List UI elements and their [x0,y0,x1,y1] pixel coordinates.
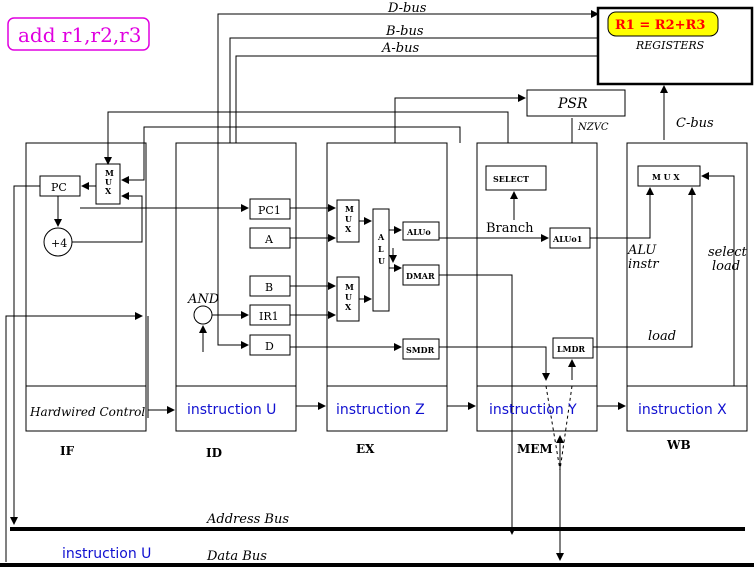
select-label: SELECT [493,174,529,184]
wb-mux-label: M U X [652,172,680,182]
stage-name-wb: WB [666,438,691,452]
stage-name-if: IF [60,444,75,458]
hardwired-control: Hardwired Control [29,405,145,419]
select-box [485,165,547,191]
aluo-label: ALUo [406,227,431,237]
mem-instruction: instruction Y [489,402,577,418]
aluo-register [402,221,440,241]
pc1-label: PC1 [258,204,281,217]
d-label: D [265,340,274,353]
pc1-register [249,198,291,220]
d-bus: D-bus [217,1,599,140]
dmar-label: DMAR [406,271,435,281]
branch-label: Branch [486,221,534,236]
d-register [249,334,291,356]
data-bus-label: Data Bus [206,549,267,564]
wb-instruction: instruction X [638,402,727,418]
aluo1-label: ALUo1 [552,234,582,244]
if-mux [95,163,121,205]
psr-box [526,89,626,117]
id-instruction: instruction U [187,402,276,418]
stage-name-id: ID [206,446,222,460]
lmdr-register [552,337,594,359]
stage-mem [476,142,598,432]
d-bus-label: D-bus [387,1,427,16]
plus4-label: +4 [51,237,67,250]
stage-name-ex: EX [356,442,375,456]
instruction-box [7,17,150,51]
a-label: A [264,233,274,246]
alu-instr-line2: instr [628,257,659,272]
registers-label: REGISTERS [635,39,705,52]
instruction-text: add r1,r2,r3 [18,23,141,47]
a-bus-label: A-bus [381,41,419,56]
c-bus-label: C-bus [676,116,714,131]
smdr-label: SMDR [406,345,435,355]
psr-label: PSR [557,96,588,112]
register-result-text: R1 = R2+R3 [615,18,705,33]
load-label: load [648,329,676,344]
pc-label: PC [51,181,67,194]
wb-mux [637,165,701,187]
data-bus-instruction: instruction U [62,546,151,562]
smdr-register [402,338,440,360]
alu-instr-line1: ALU [627,243,657,258]
address-bus-label: Address Bus [206,512,289,527]
b-label: B [265,281,273,294]
register-result-badge [607,11,719,37]
psr-flags: NZVC [577,122,609,133]
stage-name-mem: MEM [517,442,553,456]
ex-instruction: instruction Z [336,402,425,418]
and-label: AND [187,292,220,307]
b-bus-label: B-bus [385,24,424,39]
and-gate [193,305,213,325]
ir1-label: IR1 [259,310,279,323]
lmdr-label: LMDR [557,344,585,354]
